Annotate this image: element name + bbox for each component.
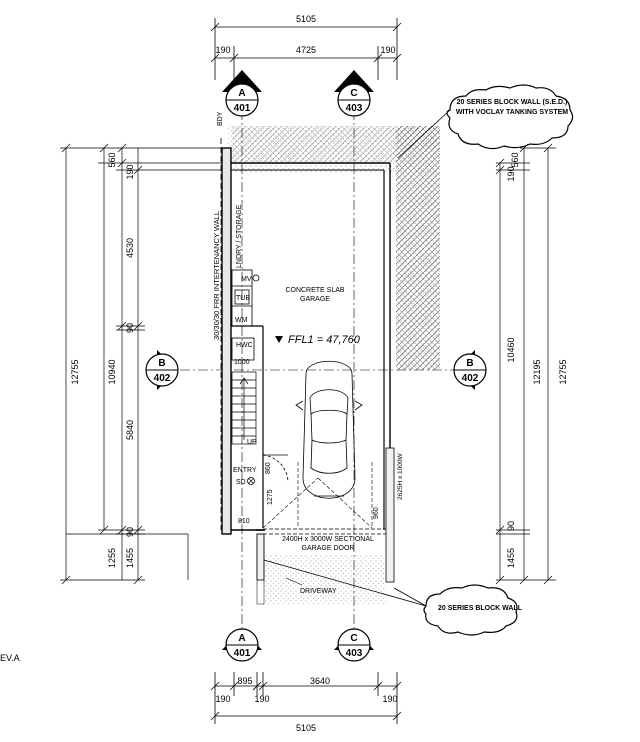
- dim-left-wall-top: 190: [125, 164, 135, 179]
- stair: [231, 371, 257, 445]
- dim-right-top-offset: 560: [510, 152, 520, 167]
- dim-bottom-inner-wall: 190: [254, 694, 269, 704]
- dim-bottom-entry: 895: [237, 676, 252, 686]
- wm-label: WM: [235, 317, 248, 324]
- left-block-wall: [256, 533, 265, 581]
- dim-top-left-wall: 190: [215, 45, 230, 55]
- driveway-leader: [285, 577, 303, 586]
- dim-1275-label: 1275: [267, 489, 274, 505]
- retaining-hatch-right: [396, 126, 440, 370]
- car-outline: [295, 361, 363, 499]
- callout-top-line1: 20 SERIES BLOCK WALL (S.E.D.): [457, 99, 568, 106]
- callout-top: [397, 84, 574, 159]
- hwc-box: [231, 337, 255, 361]
- revision-label: EV.A: [0, 653, 20, 663]
- door-height-label: 2625H x 1000W: [397, 453, 404, 500]
- dim-left-top-offset: 560: [107, 152, 117, 167]
- dim-right-total-a: 12195: [532, 359, 542, 384]
- smoke-detector-icon: [247, 477, 255, 485]
- section-marker-a-top: A 401: [222, 70, 262, 117]
- svg-text:401: 401: [234, 103, 251, 114]
- dim-left-setback-a: 1255: [107, 548, 117, 568]
- garage-door-label-line2: GARAGE DOOR: [302, 545, 355, 552]
- bottom-dimensions: [210, 672, 402, 724]
- hwc-label: HWC: [236, 342, 253, 349]
- callout-bottom: [263, 559, 518, 636]
- section-marker-c-bottom: C 403: [334, 628, 374, 662]
- dim-bottom-right-wall: 190: [382, 694, 397, 704]
- entry-door: [262, 454, 289, 483]
- dim-960-label: 960: [373, 507, 380, 519]
- right-dimensions: [495, 143, 556, 585]
- svg-text:A: A: [238, 633, 245, 644]
- svg-text:C: C: [350, 633, 357, 644]
- dim-left-laundry: 4530: [125, 238, 135, 258]
- driveway-edge-left: [256, 533, 265, 605]
- mv-label: MV: [241, 276, 252, 283]
- svg-text:B: B: [158, 358, 165, 369]
- stair-up-label: UP: [247, 439, 257, 446]
- dim-left-mid-wall: 90: [125, 323, 135, 333]
- dim-left-bottom-wall: 90: [125, 527, 135, 537]
- svg-text:403: 403: [346, 103, 363, 114]
- driveway-label: DRIVEWAY: [300, 588, 337, 595]
- laundry-fixtures: [231, 269, 253, 327]
- driveway-fill: [264, 554, 386, 604]
- tub-label: TUB: [236, 295, 250, 302]
- ffl-triangle-icon: [275, 336, 283, 343]
- dim-right-total-b: 12755: [558, 359, 568, 384]
- left-dimensions: [60, 143, 222, 585]
- dim-top-right-wall: 190: [380, 45, 395, 55]
- dim-left-total: 12755: [70, 359, 80, 384]
- dim-right-bottom-wall: 90: [506, 521, 516, 531]
- boundary-label: BDY: [217, 111, 224, 126]
- dim-bottom-left-wall: 190: [215, 694, 230, 704]
- laundry-label: LNDRY / STORAGE: [236, 204, 243, 268]
- sd-label: SD: [236, 479, 246, 486]
- svg-text:402: 402: [462, 373, 479, 384]
- dim-left-setback-b: 1455: [125, 548, 135, 568]
- dim-left-total-inner: 10940: [107, 359, 117, 384]
- svg-text:C: C: [350, 88, 357, 99]
- dim-810-label: 810: [238, 518, 250, 525]
- garage-door-label-line1: 2400H x 3000W SECTIONAL: [282, 536, 374, 543]
- dim-left-stair: 5840: [125, 420, 135, 440]
- dim-top-inner: 4725: [296, 45, 316, 55]
- right-block-wall: [385, 447, 395, 583]
- svg-text:402: 402: [154, 373, 171, 384]
- garage-label-line1: CONCRETE SLAB: [285, 287, 344, 294]
- top-dimensions: [210, 18, 402, 80]
- dim-bottom-garage: 3640: [310, 676, 330, 686]
- dim-right-setback: 1455: [506, 548, 516, 568]
- retaining-hatch-top: [232, 126, 440, 162]
- door-860-label: 860: [265, 462, 272, 474]
- svg-text:A: A: [238, 88, 245, 99]
- garage-door-lines: [262, 462, 373, 529]
- hwc-dim: 1000: [234, 359, 250, 366]
- dim-right-inner: 10460: [506, 337, 516, 362]
- svg-text:403: 403: [346, 648, 363, 659]
- section-marker-c-top: C 403: [334, 70, 374, 117]
- dim-right-wall-top: 190: [506, 166, 516, 181]
- dim-bottom-overall: 5105: [296, 723, 316, 733]
- section-marker-b-right: B 402: [453, 350, 487, 390]
- callout-bottom-text: 20 SERIES BLOCK WALL: [438, 605, 523, 612]
- section-lines: [180, 110, 460, 632]
- entry-label: ENTRY: [233, 467, 257, 474]
- mv-icon: [252, 274, 260, 282]
- svg-text:B: B: [466, 358, 473, 369]
- tenancy-wall-label: 30/30/30 FRR INTERTENANCY WALL: [212, 211, 221, 340]
- garage-label-line2: GARAGE: [300, 296, 330, 303]
- ffl-label: FFL1 = 47,760: [288, 334, 361, 346]
- smoke-detector-cross: [248, 478, 254, 484]
- svg-text:401: 401: [234, 648, 251, 659]
- section-marker-b-left: B 402: [145, 350, 179, 390]
- section-marker-a-bottom: A 401: [222, 628, 262, 662]
- dim-top-overall: 5105: [296, 14, 316, 24]
- callout-top-line2: WITH VOCLAY TANKING SYSTEM: [456, 109, 568, 116]
